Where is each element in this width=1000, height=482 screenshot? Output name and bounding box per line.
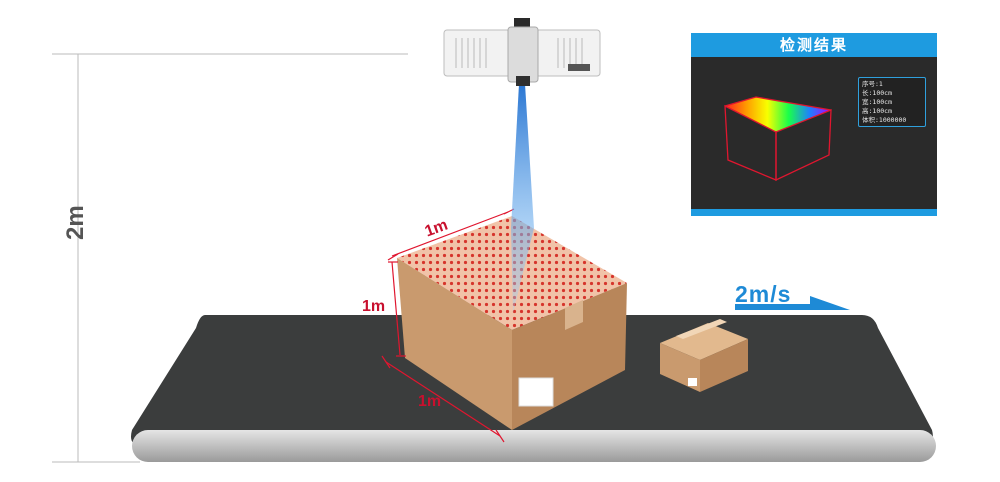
result-panel-title: 检测结果	[691, 33, 937, 57]
cardboard-box-large	[397, 216, 627, 430]
conveyor-roller	[132, 430, 936, 462]
result-info-box: 序号:1 长:100cm 宽:100cm 高:100cm 体积:1000000	[858, 77, 926, 127]
result-line-height: 高:100cm	[862, 107, 892, 115]
result-line-volume: 体积:1000000	[862, 116, 907, 124]
result-panel: 检测结果 序号:1 长:100cm 宽:100cm 高:100cm 体积:100…	[691, 33, 937, 216]
result-3d-box	[724, 96, 832, 182]
laser-beam	[511, 84, 534, 313]
speed-arrow	[735, 296, 850, 310]
result-line-length: 长:100cm	[862, 89, 892, 97]
dim-bottom-edge: 1m	[418, 393, 442, 410]
box-top-scanned	[397, 216, 627, 330]
height-label: 2m	[62, 205, 89, 240]
result-line-width: 宽:100cm	[862, 98, 892, 106]
scanner-icon	[443, 18, 601, 86]
speed-label: 2m/s	[735, 281, 792, 307]
dim-side-edge: 1m	[362, 298, 386, 315]
cardboard-box-small	[660, 319, 748, 392]
result-line-id: 序号:1	[862, 80, 883, 88]
result-panel-footer	[691, 209, 937, 216]
